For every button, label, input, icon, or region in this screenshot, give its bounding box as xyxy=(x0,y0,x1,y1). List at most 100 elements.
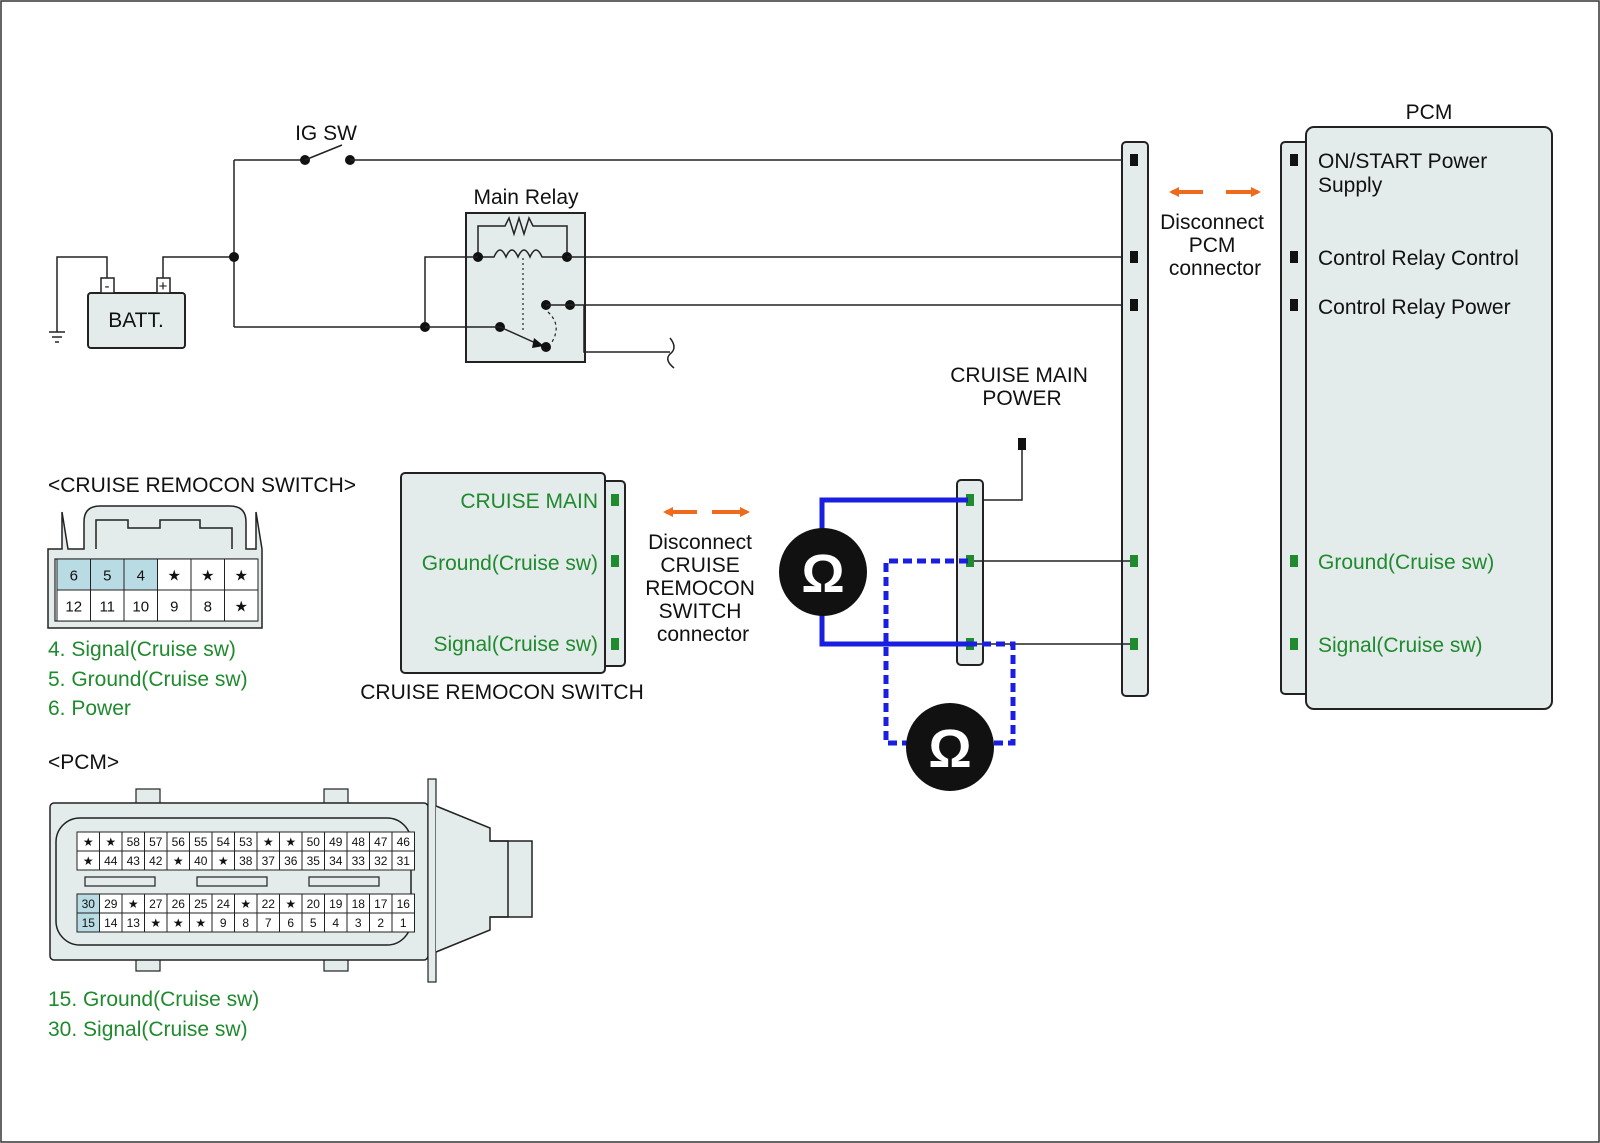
connector-pin-label: 30 xyxy=(82,897,96,911)
battery-positive: + xyxy=(159,278,168,295)
remocon-harness-connector xyxy=(956,479,984,666)
connector-pin-label: ★ xyxy=(105,835,116,849)
connector-pin-label: ★ xyxy=(235,568,248,585)
connector-pin-label: 34 xyxy=(329,854,343,868)
connector-pin-label: 7 xyxy=(265,916,272,930)
connector-pin-label: 35 xyxy=(307,854,321,868)
connector-pin-label: ★ xyxy=(128,897,139,911)
connector-pin-label: 5 xyxy=(310,916,317,930)
pcm-title: PCM xyxy=(1406,101,1453,124)
connector-pin-label: 8 xyxy=(204,599,212,616)
ig-switch: IG SW xyxy=(234,122,357,165)
main-relay-label: Main Relay xyxy=(473,186,579,209)
connector-pin-label: 26 xyxy=(172,897,186,911)
connector-pin-label: ★ xyxy=(263,835,274,849)
battery: BATT. - + xyxy=(87,277,186,349)
connector-pin-label: 17 xyxy=(374,897,388,911)
connector-pin-cell xyxy=(56,589,91,622)
wire-break-icon xyxy=(667,337,675,369)
battery-label: BATT. xyxy=(108,309,164,332)
connector-pin-label: 4 xyxy=(137,568,145,585)
connector-pin-label: 57 xyxy=(149,835,163,849)
connector-pin-label: 37 xyxy=(262,854,276,868)
ig-sw-label: IG SW xyxy=(295,122,357,145)
connector-pin-label: 24 xyxy=(217,897,231,911)
connector-pin-label: 5 xyxy=(103,568,111,585)
connector-pin-label: 3 xyxy=(355,916,362,930)
disconnect-remocon-label: Disconnect CRUISE REMOCON SWITCH connect… xyxy=(645,531,761,646)
pcm-pin-on-start: ON/START Power Supply xyxy=(1318,150,1493,197)
connector-pin-label: ★ xyxy=(173,854,184,868)
connector-pin-label: 53 xyxy=(239,835,253,849)
connector-pin-label: 25 xyxy=(194,897,208,911)
connector-pin-label: 50 xyxy=(307,835,321,849)
connector-pin-label: 58 xyxy=(127,835,141,849)
connector-pin-cell xyxy=(157,558,192,591)
connector-pin-label: ★ xyxy=(218,854,229,868)
connector-pin-label: 55 xyxy=(194,835,208,849)
connector-pin-label: 36 xyxy=(284,854,298,868)
connector-pin-label: ★ xyxy=(150,916,161,930)
connector-pin-cell xyxy=(391,850,415,871)
connector-pin-cell xyxy=(56,558,91,591)
connector-pin-label: 8 xyxy=(242,916,249,930)
connector-pin-label: ★ xyxy=(240,897,251,911)
connector-pin-label: 49 xyxy=(329,835,343,849)
connector-pin-label: 15 xyxy=(82,916,96,930)
pcm-pin-signal: Signal(Cruise sw) xyxy=(1318,634,1483,657)
pcm-harness-connector xyxy=(1121,141,1149,697)
main-relay: Main Relay xyxy=(465,186,586,363)
connector-pin-label: 1 xyxy=(400,916,407,930)
connector-pin-cell xyxy=(123,589,158,622)
connector-pin-label: ★ xyxy=(235,599,248,616)
pcm-connector-title: <PCM> xyxy=(48,751,119,774)
connector-pin-label: 46 xyxy=(397,835,411,849)
connector-pin-cell xyxy=(190,589,225,622)
connector-pin-label: ★ xyxy=(195,916,206,930)
connector-pin-label: 29 xyxy=(104,897,118,911)
connector-pin-cell xyxy=(224,589,259,622)
pcm-pin-control-relay-power: Control Relay Power xyxy=(1318,296,1511,319)
ohmmeter-2: Ω xyxy=(906,703,994,791)
remocon-legend: 4. Signal(Cruise sw) 5. Ground(Cruise sw… xyxy=(48,638,253,720)
ohmmeter-1: Ω xyxy=(779,528,867,616)
remocon-pin-ground: Ground(Cruise sw) xyxy=(422,552,598,575)
connector-pin-label: 22 xyxy=(262,897,276,911)
connector-pin-cell xyxy=(123,558,158,591)
remocon-pin-signal: Signal(Cruise sw) xyxy=(433,633,598,656)
connector-pin-label: 13 xyxy=(127,916,141,930)
connector-pin-label: 56 xyxy=(172,835,186,849)
connector-pin-label: 33 xyxy=(352,854,366,868)
connector-pin-cell xyxy=(157,589,192,622)
connector-pin-label: ★ xyxy=(285,897,296,911)
connector-pin-cell xyxy=(391,912,415,933)
ohm-icon: Ω xyxy=(801,544,844,604)
connector-pin-label: ★ xyxy=(83,835,94,849)
connector-pin-label: 6 xyxy=(70,568,78,585)
connector-pin-label: 47 xyxy=(374,835,388,849)
pcm-pin-control-relay-control: Control Relay Control xyxy=(1318,247,1519,270)
connector-pin-cell xyxy=(224,558,259,591)
connector-pin-label: 54 xyxy=(217,835,231,849)
connector-pin-label: 40 xyxy=(194,854,208,868)
remocon-box-title: CRUISE REMOCON SWITCH xyxy=(360,681,644,704)
remocon-pin-cruise-main: CRUISE MAIN xyxy=(460,490,598,513)
connector-pin-label: 38 xyxy=(239,854,253,868)
connector-pin-label: 18 xyxy=(352,897,366,911)
connector-pin-label: ★ xyxy=(201,568,214,585)
connector-pin-label: 19 xyxy=(329,897,343,911)
ground-icon xyxy=(49,256,108,343)
connector-pin-label: 12 xyxy=(65,599,82,616)
connector-pin-label: 43 xyxy=(127,854,141,868)
connector-pin-label: 4 xyxy=(332,916,339,930)
junction-dot xyxy=(229,252,239,262)
connector-pin-label: 48 xyxy=(352,835,366,849)
pcm-pin-ground: Ground(Cruise sw) xyxy=(1318,551,1494,574)
connector-pin-label: 20 xyxy=(307,897,321,911)
connector-pin-label: 32 xyxy=(374,854,388,868)
connector-pin-label: 6 xyxy=(287,916,294,930)
connector-pin-label: 44 xyxy=(104,854,118,868)
